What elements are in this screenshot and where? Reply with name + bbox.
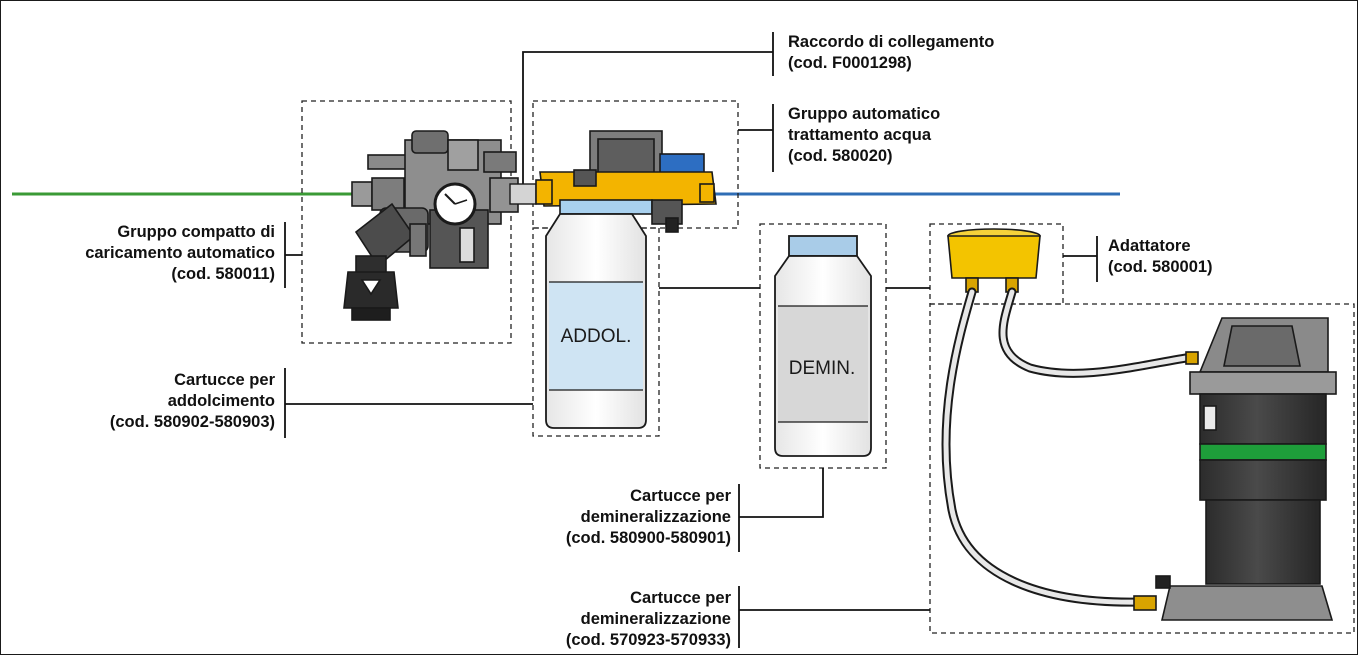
box-vessel [929, 303, 1355, 634]
softening-cartridge [545, 213, 647, 429]
label-cartucce-addolcimento: Cartucce per addolcimento (cod. 580902-5… [110, 370, 275, 433]
adapter [947, 228, 1041, 293]
label-raccordo-code: (cod. F0001298) [788, 54, 912, 72]
label-gruppo-trattamento-line1: Gruppo automatico [788, 105, 941, 123]
label-gruppo-compatto: Gruppo compatto di caricamento automatic… [85, 222, 275, 285]
label-cartucce-demin-2: Cartucce per demineralizzazione (cod. 57… [566, 588, 731, 651]
label-raccordo-line1: Raccordo di collegamento [788, 33, 995, 51]
label-adattatore: Adattatore (cod. 580001) [1108, 236, 1213, 278]
label-gruppo-compatto-line1: Gruppo compatto di [117, 223, 275, 241]
raccordo-body [509, 183, 537, 205]
water-treatment-unit [535, 130, 717, 233]
label-gruppo-trattamento-code: (cod. 580020) [788, 147, 893, 165]
label-raccordo: Raccordo di collegamento (cod. F0001298) [788, 32, 994, 74]
label-adattatore-line1: Adattatore [1108, 237, 1191, 255]
label-cartucce-addolcimento-line1: Cartucce per [174, 371, 275, 389]
label-gruppo-compatto-code: (cod. 580011) [171, 265, 275, 283]
demin-cartridge [774, 235, 872, 457]
leader-lines [284, 32, 1098, 648]
label-cartucce-demin-2-code: (cod. 570923-570933) [565, 631, 731, 649]
label-cartucce-demin-2-line1: Cartucce per [630, 589, 731, 607]
cartridge-label-demin: DEMIN. [789, 358, 856, 379]
label-cartucce-addolcimento-code: (cod. 580902-580903) [109, 413, 275, 431]
label-cartucce-addolcimento-line2: addolcimento [167, 392, 275, 410]
demin-vessel [1133, 317, 1337, 621]
label-cartucce-demin-1-line1: Cartucce per [630, 487, 731, 505]
label-adattatore-code: (cod. 580001) [1108, 258, 1213, 276]
label-gruppo-compatto-line2: caricamento automatico [85, 244, 275, 262]
cartridge-label-addol: ADDOL. [561, 326, 632, 347]
label-cartucce-demin-1: Cartucce per demineralizzazione (cod. 58… [566, 486, 731, 549]
label-cartucce-demin-1-code: (cod. 580900-580901) [565, 529, 731, 547]
hoses [941, 287, 1197, 607]
label-cartucce-demin-1-line2: demineralizzazione [580, 508, 731, 526]
label-cartucce-demin-2-line2: demineralizzazione [580, 610, 731, 628]
label-gruppo-trattamento-line2: trattamento acqua [788, 126, 932, 144]
compact-filling-unit [343, 130, 519, 321]
label-gruppo-trattamento: Gruppo automatico trattamento acqua (cod… [788, 104, 940, 167]
